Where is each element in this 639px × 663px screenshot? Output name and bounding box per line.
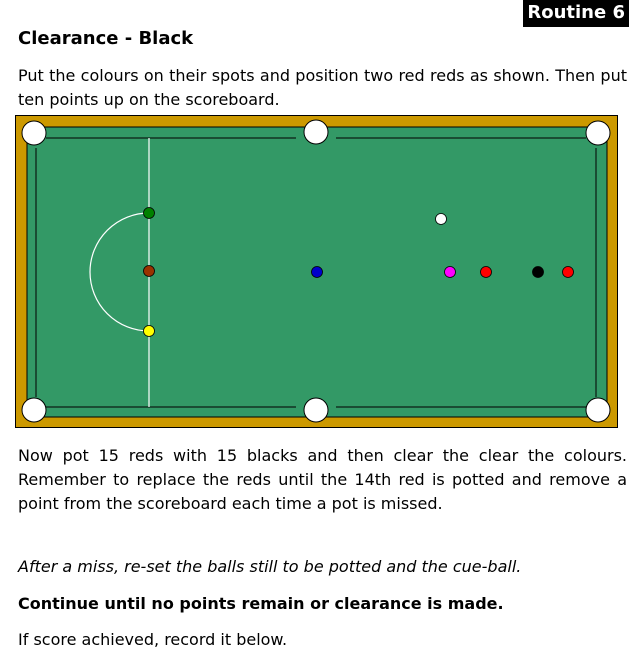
the-d [89, 212, 150, 332]
brown-ball [143, 265, 155, 277]
routine-badge: Routine 6 [523, 0, 629, 27]
pockets [21, 119, 611, 423]
pocket-top-middle [303, 119, 329, 145]
instructions-text: Now pot 15 reds with 15 blacks and then … [18, 446, 627, 513]
pocket-top-right [585, 120, 611, 146]
pocket-bottom-right [585, 397, 611, 423]
pocket-top-left [21, 120, 47, 146]
red-ball [562, 266, 574, 278]
cushion-lines [35, 137, 597, 408]
miss-rule-text: After a miss, re-set the balls still to … [18, 557, 522, 576]
intro-text: Put the colours on their spots and posit… [18, 66, 627, 109]
blue-ball [311, 266, 323, 278]
page-title: Clearance - Black [18, 28, 194, 49]
cue-ball [435, 213, 447, 225]
yellow-ball [143, 325, 155, 337]
green-ball [143, 207, 155, 219]
pink-ball [444, 266, 456, 278]
black-ball [532, 266, 544, 278]
pocket-bottom-left [21, 397, 47, 423]
red-ball [480, 266, 492, 278]
goal-text: Continue until no points remain or clear… [18, 594, 504, 613]
record-text: If score achieved, record it below. [18, 630, 288, 649]
pocket-bottom-middle [303, 397, 329, 423]
